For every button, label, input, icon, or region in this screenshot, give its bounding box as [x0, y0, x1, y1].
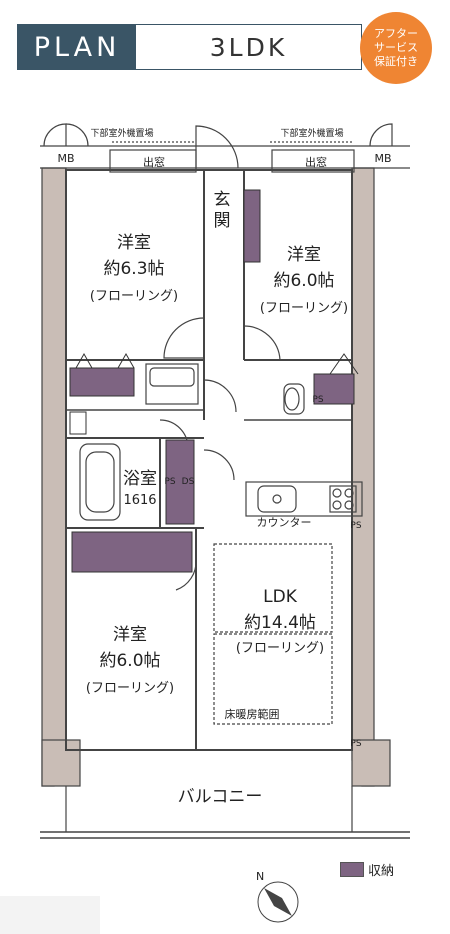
- storage-entrance: [243, 189, 261, 263]
- room3-name: 洋室: [113, 625, 147, 645]
- room1-name: 洋室: [117, 233, 151, 253]
- plan-type: 3LDK: [209, 32, 288, 62]
- room1-floor: (フローリング): [90, 289, 178, 304]
- badge-line-1: アフター: [374, 27, 418, 40]
- plan-label: PLAN: [18, 25, 136, 69]
- building-thumbnail: [0, 896, 100, 934]
- balcony-label: バルコニー: [178, 787, 263, 807]
- bath-size: 1616: [123, 493, 156, 508]
- ldk-floor: (フローリング): [236, 641, 324, 656]
- outdoor-unit-right-label: 下部室外機置場: [280, 127, 343, 139]
- room2-size: 約6.0帖: [273, 271, 334, 291]
- badge-line-2: サービス: [374, 41, 418, 54]
- mb-right-label: MB: [374, 152, 391, 165]
- storage-wash: [165, 439, 195, 525]
- compass-icon: [257, 881, 299, 923]
- ps-label-toilet: PS: [312, 395, 323, 405]
- room2-floor: (フローリング): [260, 301, 348, 316]
- floor-heating-area: [213, 633, 333, 725]
- stove: [329, 485, 357, 513]
- ps-label-ldk: PS: [350, 739, 361, 749]
- ds-label: DS: [182, 477, 195, 487]
- room3-size: 約6.0帖: [99, 651, 160, 671]
- after-service-badge: アフター サービス 保証付き: [360, 12, 432, 84]
- window-right-label: 出窓: [305, 155, 327, 169]
- storage-room3: [71, 531, 193, 573]
- mb-left-label: MB: [57, 152, 74, 165]
- counter-label: カウンター: [257, 516, 312, 529]
- room1-size: 約6.3帖: [103, 259, 164, 279]
- kitchen-counter: [245, 481, 363, 517]
- entrance-char-2: 関: [214, 211, 231, 231]
- bathtub: [79, 443, 121, 521]
- room2-name: 洋室: [287, 245, 321, 265]
- bath-name: 浴室: [123, 469, 157, 489]
- plan-header: PLAN 3LDK: [17, 24, 362, 70]
- balcony-column-left: [41, 739, 81, 787]
- window-left-label: 出窓: [143, 155, 165, 169]
- badge-line-3: 保証付き: [374, 55, 418, 68]
- entrance-char-1: 玄: [214, 190, 231, 210]
- sink: [257, 485, 297, 513]
- right-column: [351, 167, 375, 787]
- toilet: [283, 383, 305, 415]
- ldk-size: 約14.4帖: [244, 613, 316, 633]
- legend: 収納: [340, 860, 394, 879]
- ldk-name: LDK: [263, 587, 298, 607]
- storage-swatch: [340, 862, 364, 877]
- storage-1: [69, 367, 135, 397]
- ps-label-bath: PS: [164, 477, 175, 487]
- outdoor-unit-left-label: 下部室外機置場: [90, 127, 153, 139]
- storage-toilet: [313, 373, 355, 405]
- bay-window-right: [271, 149, 355, 173]
- ldk-area-upper: [213, 543, 333, 633]
- legend-storage-label: 収納: [368, 864, 395, 879]
- room3-floor: (フローリング): [86, 681, 174, 696]
- compass-n-label: N: [256, 870, 264, 883]
- floor-heating-label: 床暖房範囲: [225, 707, 280, 721]
- balcony-column-right: [351, 739, 391, 787]
- left-column: [41, 167, 67, 787]
- ps-label-kitchen: PS: [350, 521, 361, 531]
